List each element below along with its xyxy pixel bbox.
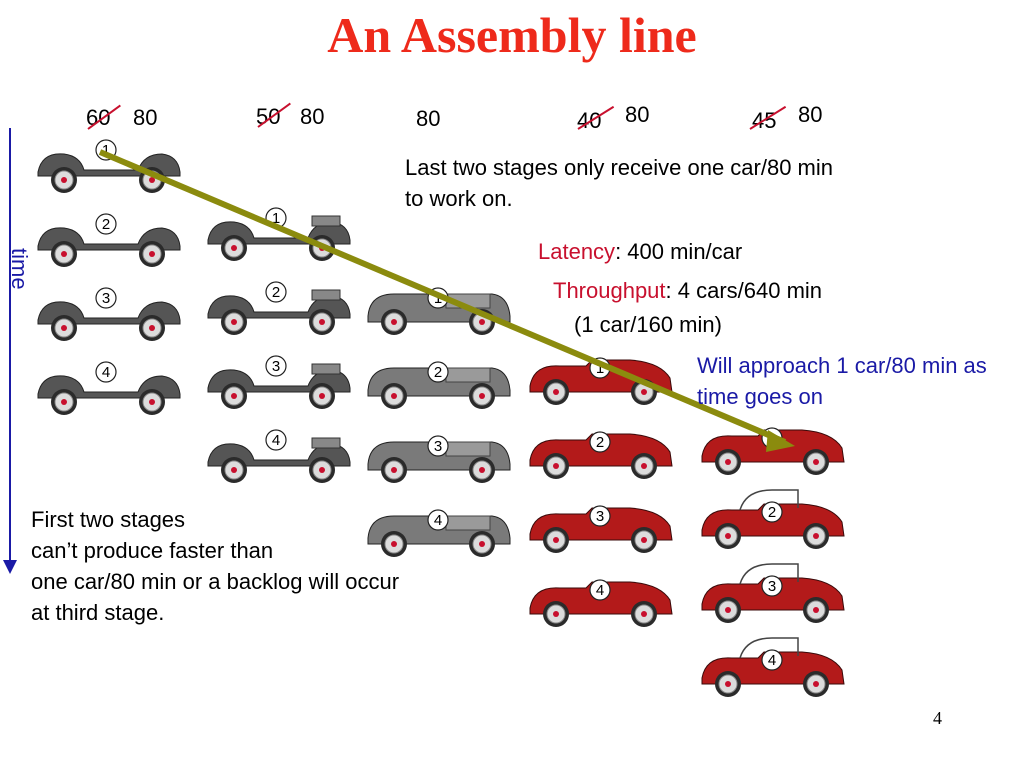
- car-stage1-2: 2: [37, 213, 181, 267]
- time-axis-label-box: time: [6, 248, 34, 308]
- car-number-1-3: 3: [102, 290, 110, 307]
- car-stage4-1: 1: [529, 357, 673, 405]
- latency-line: Latency: 400 min/car: [538, 236, 742, 267]
- throughput-detail: (1 car/160 min): [574, 312, 722, 337]
- car-number-5-4: 4: [768, 652, 776, 669]
- note-first-stages: First two stages can’t produce faster th…: [31, 504, 399, 628]
- note-first-stages-line3: one car/80 min or a backlog will occur: [31, 569, 400, 594]
- car-stage3-3: 3: [367, 435, 511, 483]
- throughput-value: : 4 cars/640 min: [665, 278, 823, 303]
- car-number-1-1: 1: [102, 142, 110, 159]
- page-number: 4: [933, 708, 942, 728]
- flow-arrow-line: [98, 149, 787, 445]
- car-number-2-4: 4: [272, 432, 280, 449]
- car-stage3-4: 4: [367, 509, 511, 557]
- car-stage4-4: 4: [529, 579, 673, 627]
- approach-note: Will approach 1 car/80 min as time goes …: [697, 353, 987, 409]
- car-stage5-4: 4: [701, 637, 845, 697]
- time-axis-arrowhead: [3, 560, 17, 574]
- car-number-4-1: 1: [596, 360, 604, 377]
- time-axis-label: time: [7, 248, 32, 290]
- car-stage2-3: 3: [207, 355, 351, 409]
- stage4-new-time: 80: [625, 102, 650, 127]
- stage1-new-time: 80: [133, 105, 158, 130]
- throughput-line: Throughput: 4 cars/640 min: [553, 275, 822, 306]
- car-number-3-3: 3: [434, 438, 442, 455]
- car-number-5-3: 3: [768, 578, 776, 595]
- slide-title: An Assembly line: [327, 7, 697, 63]
- car-stage1-4: 4: [37, 361, 181, 415]
- car-stage3-2: 2: [367, 361, 511, 409]
- note-first-stages-line2: can’t produce faster than: [31, 538, 274, 563]
- car-stage5-2: 2: [701, 489, 845, 549]
- car-stage2-2: 2: [207, 281, 351, 335]
- throughput-label: Throughput: [553, 278, 666, 303]
- stage3-time: 80: [416, 106, 441, 131]
- flow-arrow-head: [766, 430, 795, 452]
- note-first-stages-line4: at third stage.: [31, 600, 165, 625]
- car-number-1-2: 2: [102, 216, 110, 233]
- car-stage4-2: 2: [529, 431, 673, 479]
- note-first-stages-line1: First two stages: [31, 507, 186, 532]
- car-stage4-3: 3: [529, 505, 673, 553]
- latency-label: Latency: [538, 239, 616, 264]
- car-number-2-2: 2: [272, 284, 280, 301]
- car-stage1-1: 1: [37, 139, 181, 193]
- car-number-1-4: 4: [102, 364, 110, 381]
- car-number-4-2: 2: [596, 434, 604, 451]
- car-number-4-4: 4: [596, 582, 604, 599]
- car-number-5-2: 2: [768, 504, 776, 521]
- car-number-3-2: 2: [434, 364, 442, 381]
- latency-value: : 400 min/car: [615, 239, 743, 264]
- car-number-3-4: 4: [434, 512, 442, 529]
- stage2-new-time: 80: [300, 104, 325, 129]
- car-stage5-3: 3: [701, 563, 845, 623]
- car-number-2-1: 1: [272, 210, 280, 227]
- car-stage1-3: 3: [37, 287, 181, 341]
- car-number-2-3: 3: [272, 358, 280, 375]
- car-stage2-4: 4: [207, 429, 351, 483]
- note-last-stages: Last two stages only receive one car/80 …: [405, 155, 834, 211]
- stage5-new-time: 80: [798, 102, 823, 127]
- car-number-3-1: 1: [434, 290, 442, 307]
- car-number-4-3: 3: [596, 508, 604, 525]
- car-stage2-1: 1: [207, 207, 351, 261]
